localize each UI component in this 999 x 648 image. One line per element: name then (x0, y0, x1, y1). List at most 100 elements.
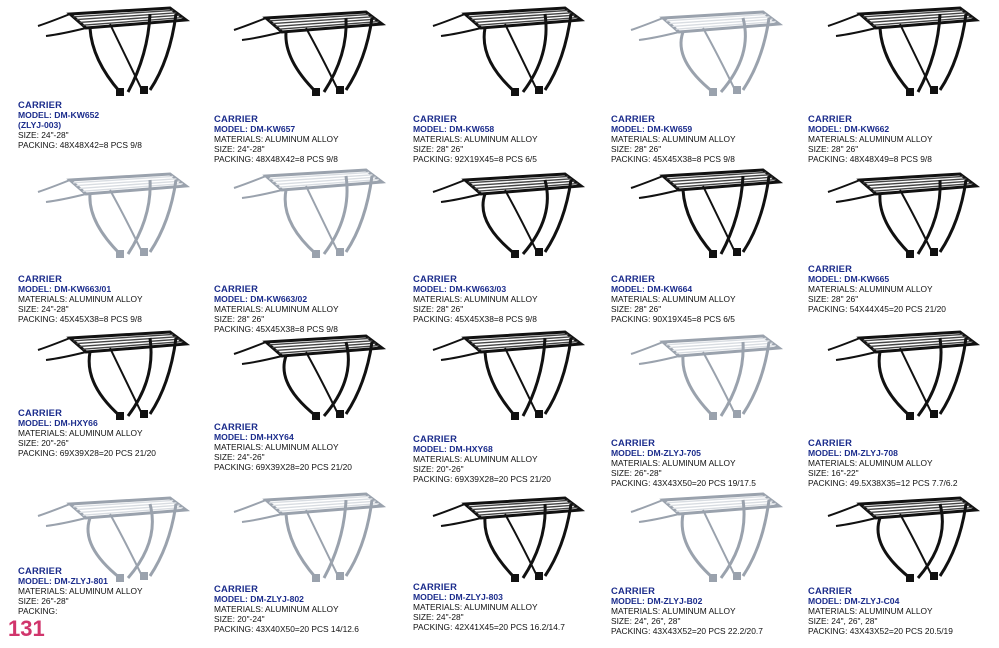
product-size: SIZE: 28" 26" (413, 144, 464, 154)
product-model: MODEL: DM-KW658 (413, 124, 495, 134)
product-model: MODEL: DM-ZLYJ-802 (214, 594, 304, 604)
product-title: CARRIER (18, 565, 63, 576)
product-size: SIZE: 20"-26" (18, 438, 69, 448)
product-model: MODEL: DM-KW665 (808, 274, 890, 284)
product-model: MODEL: DM-HXY64 (214, 432, 294, 442)
rack-image (196, 0, 392, 100)
product-size: SIZE: 20"-24" (214, 614, 265, 624)
product-size: SIZE: 24", 26", 28" (808, 616, 878, 626)
product-materials: MATERIALS: ALUMINUM ALLOY (611, 458, 736, 468)
rack-image (790, 324, 986, 424)
product-model: MODEL: DM-KW664 (611, 284, 693, 294)
rack-image (395, 162, 591, 262)
product-packing: PACKING: 92X19X45=8 PCS 6/5 (413, 154, 537, 164)
rack-image (395, 486, 591, 586)
product-model: MODEL: DM-HXY68 (413, 444, 493, 454)
product-packing: PACKING: 69X39X28=20 PCS 21/20 (214, 462, 352, 472)
product-packing: PACKING: 48X48X49=8 PCS 9/8 (808, 154, 932, 164)
product-size: SIZE: 28" 26" (808, 144, 859, 154)
product-packing: PACKING: 45X45X38=8 PCS 9/8 (214, 324, 338, 334)
product-materials: MATERIALS: ALUMINUM ALLOY (214, 604, 339, 614)
product-materials: MATERIALS: ALUMINUM ALLOY (808, 134, 933, 144)
product-size: SIZE: 24"-28" (214, 144, 265, 154)
product-title: CARRIER (611, 585, 656, 596)
product-materials: MATERIALS: ALUMINUM ALLOY (214, 304, 339, 314)
product-size: SIZE: 24", 26", 28" (611, 616, 681, 626)
rack-image (395, 0, 591, 100)
product-packing: PACKING: 43X43X52=20 PCS 22.2/20.7 (611, 626, 763, 636)
product-title: CARRIER (611, 437, 656, 448)
product-materials: MATERIALS: ALUMINUM ALLOY (413, 134, 538, 144)
product-title: CARRIER (214, 113, 259, 124)
product-title: CARRIER (413, 581, 458, 592)
rack-image (395, 324, 591, 424)
product-model: MODEL: DM-HXY66 (18, 418, 98, 428)
product-size: SIZE: 26"-28" (18, 596, 69, 606)
rack-image (790, 486, 986, 586)
product-packing: PACKING: 48X48X42=8 PCS 9/8 (214, 154, 338, 164)
product-model: MODEL: DM-KW652 (18, 110, 100, 120)
product-model: MODEL: DM-KW657 (214, 124, 296, 134)
product-packing: PACKING: 45X45X38=8 PCS 9/8 (413, 314, 537, 324)
product-model: MODEL: DM-ZLYJ-705 (611, 448, 701, 458)
product-packing: PACKING: 45X45X38=8 PCS 9/8 (18, 314, 142, 324)
product-size: SIZE: 28" 26" (611, 144, 662, 154)
product-packing: PACKING: 49.5X38X35=12 PCS 7.7/6.2 (808, 478, 958, 488)
product-materials: MATERIALS: ALUMINUM ALLOY (808, 458, 933, 468)
product-packing: PACKING: 43X43X52=20 PCS 20.5/19 (808, 626, 953, 636)
product-title: CARRIER (611, 113, 656, 124)
product-title: CARRIER (214, 283, 259, 294)
product-title: CARRIER (808, 113, 853, 124)
product-model: MODEL: DM-KW663/03 (413, 284, 507, 294)
product-materials: MATERIALS: ALUMINUM ALLOY (611, 134, 736, 144)
product-packing: PACKING: 45X45X38=8 PCS 9/8 (611, 154, 735, 164)
product-materials: MATERIALS: ALUMINUM ALLOY (808, 606, 933, 616)
product-size: SIZE: 26"-28" (611, 468, 662, 478)
product-title: CARRIER (808, 585, 853, 596)
product-materials: MATERIALS: ALUMINUM ALLOY (413, 602, 538, 612)
product-packing: PACKING: 90X19X45=8 PCS 6/5 (611, 314, 735, 324)
product-size: SIZE: 28" 26" (611, 304, 662, 314)
rack-image (0, 486, 196, 586)
product-materials: MATERIALS: ALUMINUM ALLOY (611, 294, 736, 304)
page-number: 131 (8, 616, 45, 641)
product-title: CARRIER (413, 113, 458, 124)
product-model: MODEL: DM-ZLYJ-708 (808, 448, 898, 458)
product-packing: PACKING: 69X39X28=20 PCS 21/20 (18, 448, 156, 458)
product-materials: MATERIALS: ALUMINUM ALLOY (808, 284, 933, 294)
product-model: MODEL: DM-ZLYJ-C04 (808, 596, 900, 606)
rack-image (790, 162, 986, 262)
rack-image (593, 324, 789, 424)
product-title: CARRIER (413, 433, 458, 444)
product-materials: MATERIALS: ALUMINUM ALLOY (214, 442, 339, 452)
product-title: CARRIER (808, 263, 853, 274)
product-size: SIZE: 24"-28" (413, 612, 464, 622)
rack-image (196, 486, 392, 586)
product-model: MODEL: DM-KW662 (808, 124, 890, 134)
